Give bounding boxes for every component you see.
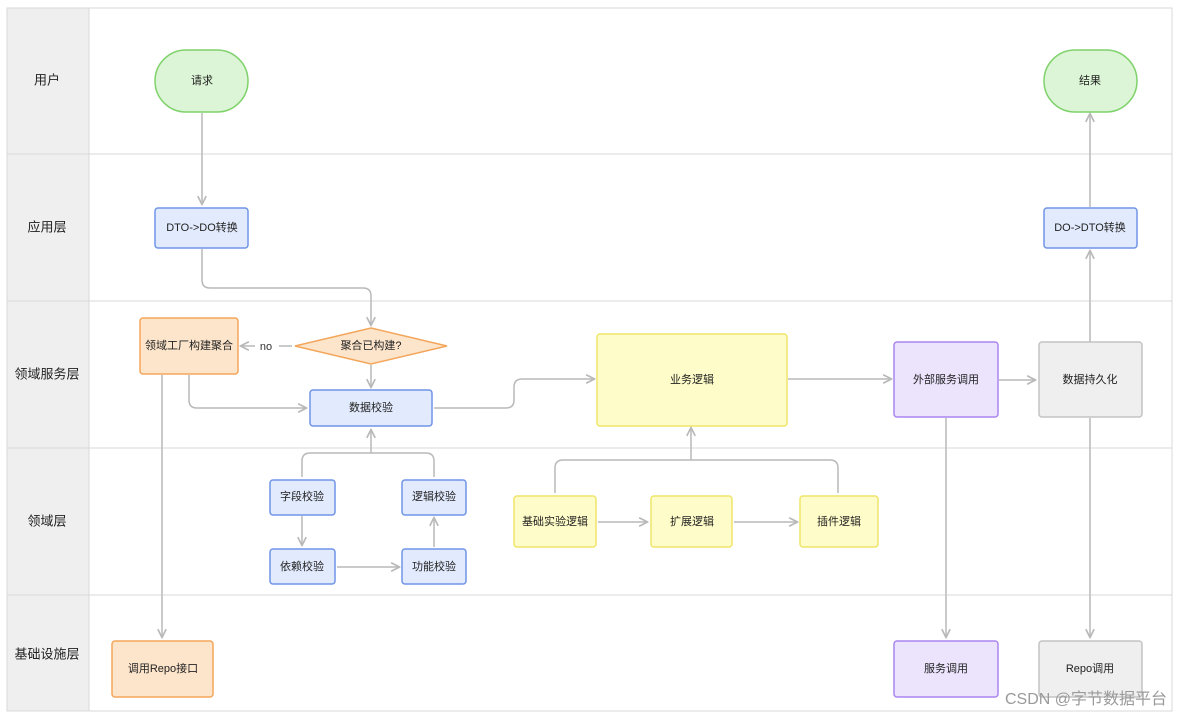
node-function-validation-label: 功能校验 [412,559,456,573]
edges [162,113,1090,637]
node-logic-validation: 逻辑校验 [401,479,467,516]
edge-merge-validation [301,452,435,477]
swimlane-frame [6,7,1173,712]
edge-validation-to-business [434,379,594,409]
lane-label-service: 领域服务层 [14,366,79,381]
node-request-label: 请求 [191,74,213,87]
node-logic-validation-label: 逻辑校验 [412,489,456,503]
node-aggregate-built: 聚合已构建? [294,327,448,365]
node-repo-call-label: Repo调用 [1066,662,1114,675]
lane-label-domain: 领域层 [27,513,66,528]
edge-merge-logic [554,459,839,493]
node-dto-to-do-label: DTO->DO转换 [166,220,238,234]
node-service-call: 服务调用 [893,640,999,698]
node-field-validation-label: 字段校验 [280,489,324,503]
node-extension-logic: 扩展逻辑 [650,495,733,548]
node-plugin-logic-label: 插件逻辑 [817,514,861,528]
node-data-persistence-label: 数据持久化 [1063,372,1118,386]
node-do-to-dto: DO->DTO转换 [1043,207,1138,249]
node-business-logic: 业务逻辑 [596,333,788,427]
node-dependency-validation: 依赖校验 [269,548,336,585]
node-result-label: 结果 [1079,74,1101,87]
node-aggregate-built-label: 聚合已构建? [340,338,401,352]
node-factory-build: 领域工厂构建聚合 [139,317,239,375]
node-base-logic: 基础实验逻辑 [513,495,597,548]
node-repo-interface-label: 调用Repo接口 [128,662,198,675]
node-request: 请求 [154,49,249,113]
watermark-text: CSDN @字节数据平台 [1005,690,1167,708]
node-function-validation: 功能校验 [401,548,467,585]
lane-label-app: 应用层 [27,219,66,234]
node-external-service-call-label: 外部服务调用 [913,372,979,386]
node-field-validation: 字段校验 [269,479,336,516]
node-data-persistence: 数据持久化 [1038,341,1143,418]
edge-label-no: no [260,341,272,353]
node-dto-to-do: DTO->DO转换 [154,207,249,249]
node-plugin-logic: 插件逻辑 [799,495,879,548]
node-do-to-dto-label: DO->DTO转换 [1054,220,1126,234]
lane-label-user: 用户 [34,72,60,87]
edge-factory-to-validation [188,375,306,408]
node-result: 结果 [1043,49,1138,113]
edge-dto-to-decision [201,249,371,325]
lane-label-infra: 基础设施层 [14,646,79,661]
node-repo-call: Repo调用 [1038,640,1143,698]
node-base-logic-label: 基础实验逻辑 [522,514,588,528]
node-extension-logic-label: 扩展逻辑 [670,514,714,528]
node-factory-build-label: 领域工厂构建聚合 [145,338,233,352]
node-repo-interface: 调用Repo接口 [111,640,214,698]
node-data-validation-label: 数据校验 [349,400,393,414]
node-service-call-label: 服务调用 [924,662,968,675]
node-dependency-validation-label: 依赖校验 [280,559,324,573]
node-business-logic-label: 业务逻辑 [670,372,714,386]
node-data-validation: 数据校验 [309,389,433,427]
node-external-service-call: 外部服务调用 [893,341,999,418]
